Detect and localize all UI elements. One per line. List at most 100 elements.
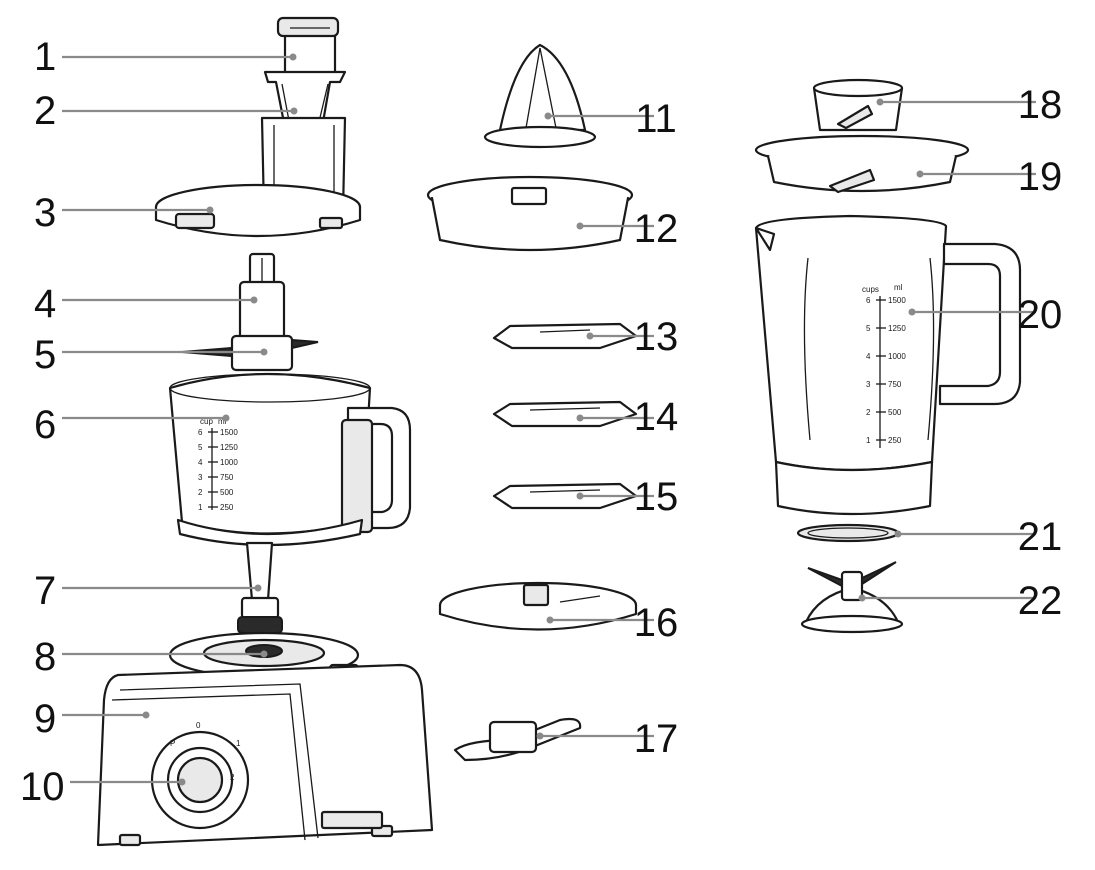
jug-scale-ml-label: 750 — [888, 380, 902, 389]
bowl-scale-ml-label: 500 — [220, 488, 234, 497]
callout-5: 5 — [34, 333, 268, 377]
leader-dot-4 — [250, 296, 258, 304]
callout-15: 15 — [576, 475, 679, 519]
callout-number-20: 20 — [1018, 293, 1063, 337]
jug-scale-ml-label: 500 — [888, 408, 902, 417]
jug-scale-cups-header: cups — [862, 285, 879, 294]
callout-number-8: 8 — [34, 635, 56, 679]
callout-2: 2 — [34, 89, 298, 133]
leader-dot-1 — [289, 53, 297, 61]
callout-number-15: 15 — [634, 475, 679, 519]
callout-number-10: 10 — [20, 765, 65, 809]
jug-scale-ml-label: 1250 — [888, 324, 906, 333]
part-16-disc-holder — [438, 581, 638, 631]
callout-number-13: 13 — [634, 315, 679, 359]
leader-dot-8 — [260, 650, 268, 658]
leader-dot-5 — [260, 348, 268, 356]
bowl-scale-cup-label: 3 — [198, 473, 203, 482]
bowl-scale-cup-label: 6 — [198, 428, 203, 437]
bowl-scale-cup-label: 5 — [198, 443, 203, 452]
leader-dot-6 — [222, 414, 230, 422]
part-14-shredding-disc — [492, 400, 638, 428]
callout-16: 16 — [546, 601, 678, 645]
jug-scale-cup-label: 6 — [866, 296, 871, 305]
callout-number-12: 12 — [634, 207, 679, 251]
callout-number-2: 2 — [34, 89, 56, 133]
callout-21: 21 — [894, 515, 1063, 559]
callout-13: 13 — [586, 315, 679, 359]
bowl-scale-ml-header: ml — [218, 417, 227, 426]
callout-number-7: 7 — [34, 569, 56, 613]
dial-label-2: 2 — [230, 773, 235, 782]
jug-scale-ml-header: ml — [894, 283, 903, 292]
callout-7: 7 — [34, 569, 262, 613]
callout-number-9: 9 — [34, 697, 56, 741]
callout-number-17: 17 — [634, 717, 679, 761]
leader-dot-20 — [908, 308, 916, 316]
bowl-scale-ml-label: 1000 — [220, 458, 238, 467]
jug-scale-cup-label: 1 — [866, 436, 871, 445]
leader-dot-11 — [544, 112, 552, 120]
callout-number-1: 1 — [34, 35, 56, 79]
part-11-citrus-cone — [483, 43, 597, 149]
leader-dot-13 — [586, 332, 594, 340]
callout-number-22: 22 — [1018, 579, 1063, 623]
part-21-sealing-ring — [796, 523, 900, 543]
bowl-scale-cup-label: 4 — [198, 458, 203, 467]
part-10-speed-dial: 0 1 2 P — [150, 721, 250, 830]
jug-scale-ml-label: 1000 — [888, 352, 906, 361]
part-22-blade-assembly — [800, 561, 904, 634]
callout-number-18: 18 — [1018, 83, 1063, 127]
leader-dot-18 — [876, 98, 884, 106]
leader-dot-22 — [858, 594, 866, 602]
dial-label-0: 0 — [196, 721, 201, 730]
dial-label-1: 1 — [236, 739, 241, 748]
callout-11: 11 — [544, 97, 677, 141]
part-1-small-pusher — [276, 16, 340, 80]
leader-dot-10 — [178, 778, 186, 786]
part-12-citrus-strainer — [426, 175, 634, 252]
leader-dot-14 — [576, 414, 584, 422]
leader-dot-16 — [546, 616, 554, 624]
part-18-measuring-cap — [812, 78, 904, 132]
callout-1: 1 — [34, 35, 297, 79]
callout-22: 22 — [858, 579, 1063, 623]
leader-dot-9 — [142, 711, 150, 719]
callout-17: 17 — [536, 717, 679, 761]
part-19-jug-lid — [754, 134, 970, 194]
jug-scale-ml-label: 1500 — [888, 296, 906, 305]
part-9-motor-base — [96, 663, 434, 847]
jug-scale-cup-label: 4 — [866, 352, 871, 361]
callout-number-19: 19 — [1018, 155, 1063, 199]
bowl-scale-ml-label: 1250 — [220, 443, 238, 452]
leader-dot-19 — [916, 170, 924, 178]
bowl-scale-cup-label: 1 — [198, 503, 203, 512]
part-4-blade-shaft — [238, 252, 286, 342]
part-17-dough-blade — [453, 717, 582, 762]
callout-20: 20 — [908, 293, 1063, 337]
callout-number-5: 5 — [34, 333, 56, 377]
jug-scale-ml-label: 250 — [888, 436, 902, 445]
callout-number-21: 21 — [1018, 515, 1063, 559]
callout-number-6: 6 — [34, 403, 56, 447]
leader-dot-15 — [576, 492, 584, 500]
bowl-scale-ml-label: 750 — [220, 473, 234, 482]
leader-dot-17 — [536, 732, 544, 740]
callout-number-11: 11 — [635, 97, 677, 141]
callout-14: 14 — [576, 395, 678, 439]
callout-6: 6 — [34, 403, 230, 447]
leader-dot-3 — [206, 206, 214, 214]
jug-scale-cup-label: 3 — [866, 380, 871, 389]
callout-12: 12 — [576, 207, 679, 251]
jug-scale-cup-label: 2 — [866, 408, 871, 417]
callout-19: 19 — [916, 155, 1063, 199]
leader-dot-7 — [254, 584, 262, 592]
leader-dot-21 — [894, 530, 902, 538]
bowl-scale-ml-label: 250 — [220, 503, 234, 512]
callout-8: 8 — [34, 635, 268, 679]
